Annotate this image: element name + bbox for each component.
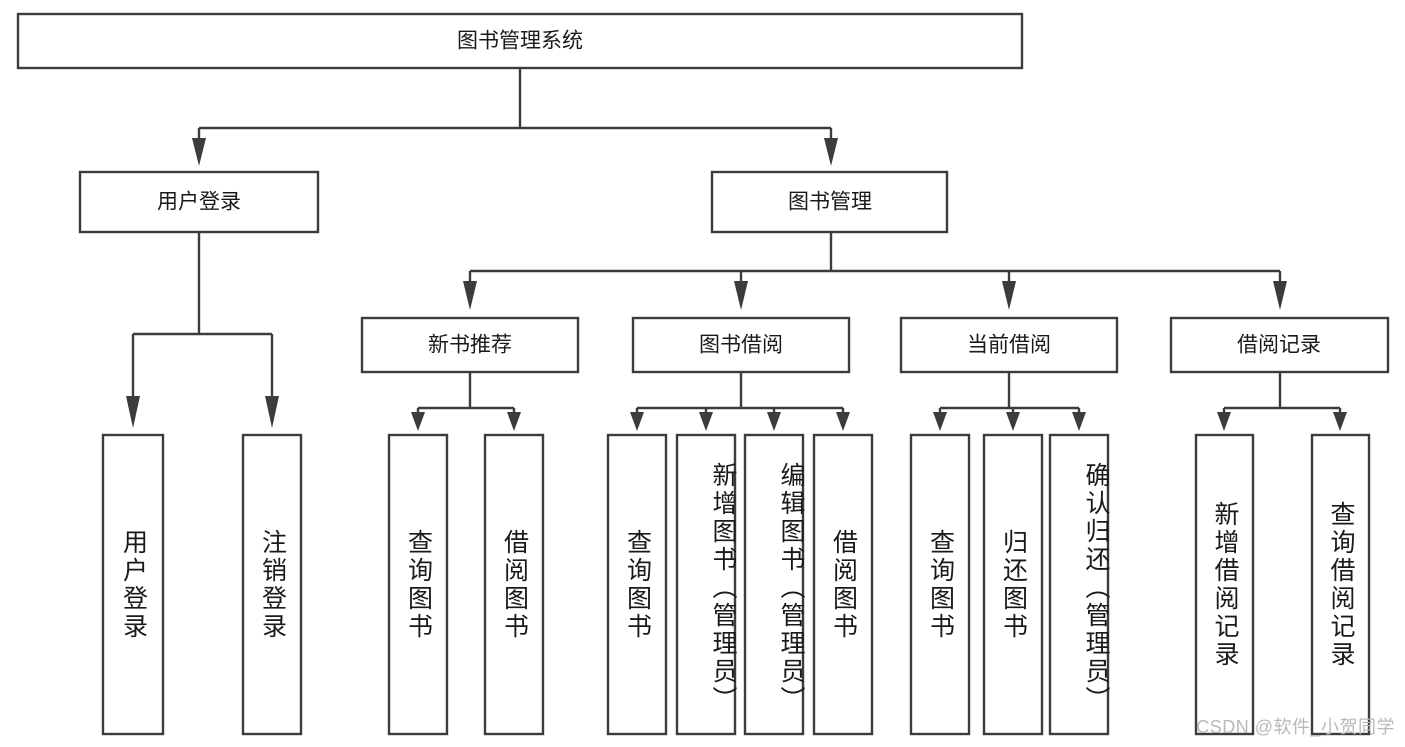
connector-group-book-mgmt <box>463 232 1287 310</box>
watermark-text: CSDN @软件_小贺同学 <box>1196 717 1395 737</box>
leaf-box-confirm-return[interactable] <box>1048 433 1110 736</box>
leaf-box-logout[interactable] <box>241 433 303 736</box>
connector-group-new-book <box>411 372 521 431</box>
node-book-borrow-box[interactable] <box>631 316 851 374</box>
node-current-borrow-label: 当前借阅 <box>967 334 1051 357</box>
arrow-head-leaf-edit-book <box>767 412 781 431</box>
node-root-box[interactable] <box>16 12 1024 70</box>
arrow-head-leaf-user-login <box>126 396 140 428</box>
connector-group-root <box>192 68 838 166</box>
arrow-head-leaf-query-record <box>1333 412 1347 431</box>
leaf-box-edit-book[interactable] <box>743 433 805 736</box>
node-borrow-record[interactable]: 借阅记录 <box>1169 316 1390 374</box>
leaf-box-query-borrow-record[interactable] <box>1310 433 1371 736</box>
leaf-box-query-book-1[interactable] <box>387 433 449 736</box>
leaf-box-add-book[interactable] <box>675 433 737 736</box>
arrow-head-leaf-query-book-2 <box>630 412 644 431</box>
node-new-book-recommend[interactable]: 新书推荐 <box>360 316 580 374</box>
leaf-box-user-login[interactable] <box>101 433 165 736</box>
node-book-borrow[interactable]: 图书借阅 <box>631 316 851 374</box>
arrow-head-leaf-add-record <box>1217 412 1231 431</box>
node-current-borrow-box[interactable] <box>899 316 1119 374</box>
arrow-head-book-mgmt <box>824 138 838 166</box>
node-user-login[interactable]: 用户登录 <box>78 170 320 234</box>
node-book-management-box[interactable] <box>710 170 949 234</box>
node-borrow-record-label: 借阅记录 <box>1237 334 1321 357</box>
node-new-book-recommend-box[interactable] <box>360 316 580 374</box>
node-book-management[interactable]: 图书管理 <box>710 170 949 234</box>
node-current-borrow[interactable]: 当前借阅 <box>899 316 1119 374</box>
connector-group-user-login <box>126 232 279 428</box>
leaf-box-query-book-2[interactable] <box>606 433 668 736</box>
arrow-head-leaf-borrow-book-1 <box>507 412 521 431</box>
leaf-box-borrow-book-2[interactable] <box>812 433 874 736</box>
arrow-head-leaf-logout <box>265 396 279 428</box>
connector-group-borrow-record <box>1217 372 1347 431</box>
node-book-borrow-label: 图书借阅 <box>699 334 783 357</box>
arrow-head-leaf-confirm-return <box>1072 412 1086 431</box>
leaf-box-borrow-book-1[interactable] <box>483 433 545 736</box>
node-new-book-recommend-label: 新书推荐 <box>428 334 512 357</box>
arrow-head-borrow <box>734 281 748 310</box>
arrow-head-leaf-query-book-3 <box>933 412 947 431</box>
leaf-box-return-book[interactable] <box>982 433 1044 736</box>
node-book-management-label: 图书管理 <box>788 191 872 214</box>
arrow-head-user-login <box>192 138 206 166</box>
arrow-head-new-book <box>463 281 477 310</box>
arrow-head-leaf-add-book <box>699 412 713 431</box>
connector-group-book-borrow <box>630 372 850 431</box>
node-root-label: 图书管理系统 <box>457 30 583 53</box>
node-user-login-label: 用户登录 <box>157 191 241 214</box>
arrow-head-leaf-borrow-book-2 <box>836 412 850 431</box>
leaf-box-add-borrow-record[interactable] <box>1194 433 1255 736</box>
node-user-login-box[interactable] <box>78 170 320 234</box>
arrow-head-leaf-query-book-1 <box>411 412 425 431</box>
arrow-head-borrow-record <box>1273 281 1287 310</box>
node-root[interactable]: 图书管理系统 <box>16 12 1024 70</box>
connector-group-current-borrow <box>933 372 1086 431</box>
leaf-box-query-book-3[interactable] <box>909 433 971 736</box>
node-borrow-record-box[interactable] <box>1169 316 1390 374</box>
arrow-head-leaf-return-book <box>1006 412 1020 431</box>
arrow-head-current-borrow <box>1002 281 1016 310</box>
